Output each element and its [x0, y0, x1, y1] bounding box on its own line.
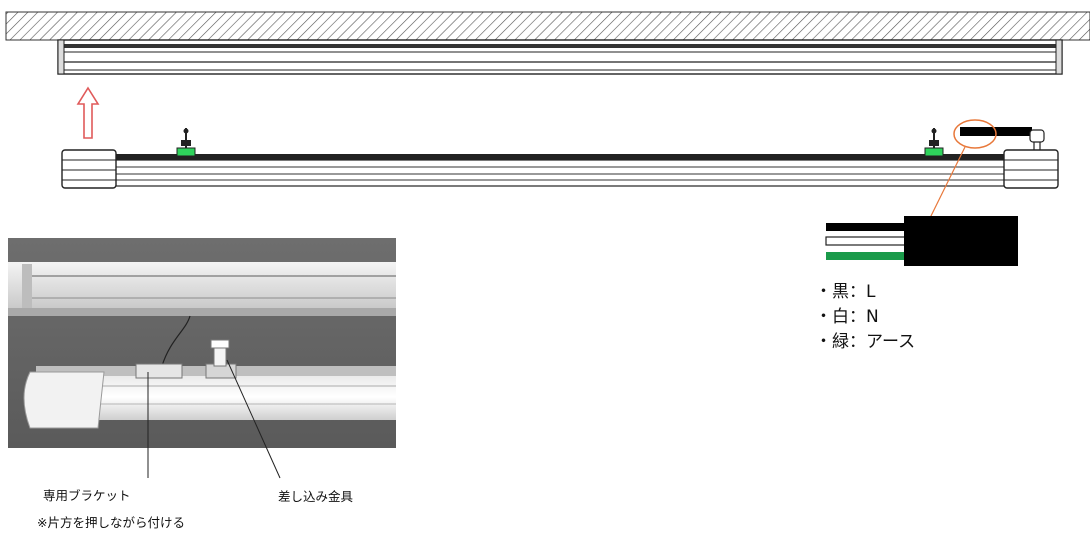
mounting-clip-right: [924, 128, 944, 157]
ceiling: [5, 11, 1090, 41]
wire-detail: [825, 216, 1018, 266]
mounting-clip-left: [176, 128, 196, 157]
insert-fitting-label: 差し込み金具: [278, 489, 354, 504]
bracket-label: 専用ブラケット: [43, 488, 131, 503]
wire-color-legend: ・黒：L ・白：N ・緑：アース: [815, 280, 915, 355]
power-lead: [960, 127, 1045, 150]
installation-photo: [8, 238, 396, 448]
connection-highlight: [929, 119, 997, 219]
callout-leaders: [147, 359, 281, 479]
led-fixture: [61, 149, 1059, 189]
up-arrow-icon: [76, 86, 100, 139]
legend-white-neutral: ・白：N: [815, 307, 879, 327]
mounted-rail: [57, 39, 1063, 75]
legend-green-earth: ・緑：アース: [815, 332, 916, 352]
install-note: ※片方を押しながら付ける: [37, 515, 185, 530]
legend-black-line: ・黒：L: [815, 282, 876, 302]
